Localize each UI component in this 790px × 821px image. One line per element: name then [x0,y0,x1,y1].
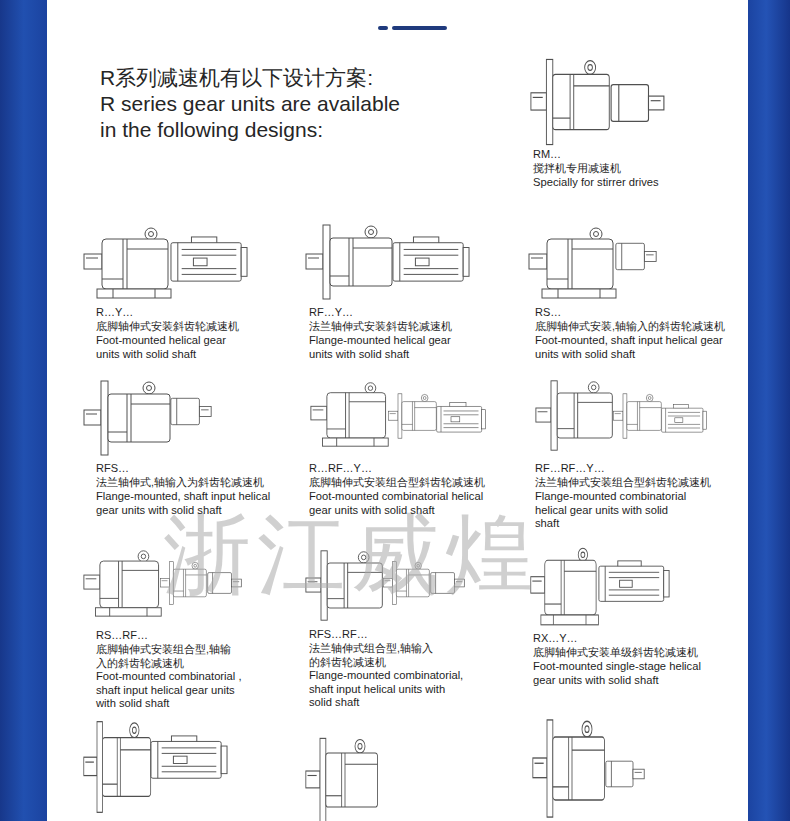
caption-cn: 法兰轴伸式,轴输入为斜齿轮减速机 [96,476,296,490]
label-wrap: RFS… [96,462,129,476]
label-wrap: 底脚轴伸式安装单级斜齿轮减速机 [533,646,733,660]
heading-title: R系列减速机有以下设计方案: [100,65,373,91]
model-code: RS… [535,306,561,320]
r-rf-y-unit [311,383,485,446]
caption-en: Flange-mounted, shaft input helical gear… [96,490,281,517]
caption-en: Flange-mounted combinatorial helical gea… [535,490,695,531]
label-wrap: RFS…RF… [309,628,368,642]
label-wrap: RF…RF…Y… [535,462,605,476]
label-wrap: R…Y… [96,306,133,320]
label-wrap: RS… [535,306,561,320]
label-wrap: 法兰轴伸式组合型,轴输入的斜齿轮减速机 [309,642,443,669]
r-y-unit [84,228,247,298]
heading-text: R series gear units are available in the… [100,91,410,143]
label-wrap: Foot-mounted combinatorial , shaft input… [96,670,251,711]
label-wrap: Flange-mounted combinatorial, shaft inpu… [309,669,469,710]
caption-cn: 底脚轴伸式安装组合型斜齿轮减速机 [309,476,509,490]
label-wrap: 浙江威煌 [163,505,539,605]
caption-cn: 法兰轴伸式安装斜齿轮减速机 [309,320,509,334]
label-wrap: R series gear units are available in the… [100,91,410,143]
caption-en: Foot-mounted, shaft input helical gear u… [535,334,730,361]
label-wrap: RF…Y… [309,306,353,320]
label-wrap: 法兰轴伸式,轴输入为斜齿轮减速机 [96,476,296,490]
label-wrap: Flange-mounted combinatorial helical gea… [535,490,695,531]
model-code: RM… [533,148,561,162]
label-wrap: Foot-mounted combinatorial helical gear … [309,490,491,517]
model-code: RF…Y… [309,306,353,320]
rfs-unit [84,381,211,455]
label-wrap: 法兰轴伸式安装斜齿轮减速机 [309,320,509,334]
caption-cn: 法兰轴伸式安装组合型斜齿轮减速机 [535,476,735,490]
rm-unit [531,59,664,144]
caption-cn: 底脚轴伸式安装,轴输入的斜齿轮减速机 [535,320,740,334]
label-wrap: Flange-mounted helical gear units with s… [309,334,459,361]
label-wrap: R…RF…Y… [309,462,372,476]
model-code: RFS…RF… [309,628,368,642]
model-code: R…RF…Y… [309,462,372,476]
model-code: RS…RF… [96,629,148,643]
caption-en: Foot-mounted combinatorial , shaft input… [96,670,251,711]
label-wrap: RM… [533,148,561,162]
caption-en: Flange-mounted combinatorial, shaft inpu… [309,669,469,710]
label-wrap: 底脚轴伸式安装斜齿轮减速机 [96,320,296,334]
caption-en: Foot-mounted combinatorial helical gear … [309,490,491,517]
caption-en: Foot-mounted single-stage helical gear u… [533,660,709,687]
model-code: RF…RF…Y… [535,462,605,476]
caption-cn: 底脚轴伸式安装单级斜齿轮减速机 [533,646,733,660]
rf-rf-y-unit [536,381,707,450]
caption-cn: 搅拌机专用减速机 [533,162,693,176]
watermark: 浙江威煌 [163,505,539,605]
caption-cn: 底脚轴伸式安装组合型,轴输入的斜齿轮减速机 [96,643,239,670]
label-wrap: Foot-mounted helical gear units with sol… [96,334,236,361]
caption-cn: 底脚轴伸式安装斜齿轮减速机 [96,320,296,334]
label-wrap: 底脚轴伸式安装组合型斜齿轮减速机 [309,476,509,490]
label-wrap: 搅拌机专用减速机 [533,162,693,176]
rs-unit [529,228,656,298]
rx-y-unit [531,548,669,625]
label-wrap: 底脚轴伸式安装,轴输入的斜齿轮减速机 [535,320,740,334]
bottom-units [84,720,644,821]
label-wrap: 底脚轴伸式安装组合型,轴输入的斜齿轮减速机 [96,643,239,670]
model-code: R…Y… [96,306,133,320]
label-wrap: RX…Y… [533,632,578,646]
label-wrap: Flange-mounted, shaft input helical gear… [96,490,281,517]
caption-en: Foot-mounted helical gear units with sol… [96,334,236,361]
model-code: RFS… [96,462,129,476]
caption-en: Specially for stirrer drives [533,176,713,190]
rf-y-unit [306,225,469,299]
model-code: RX…Y… [533,632,578,646]
label-wrap: Foot-mounted single-stage helical gear u… [533,660,709,687]
label-wrap: RS…RF… [96,629,148,643]
label-wrap: 法兰轴伸式安装组合型斜齿轮减速机 [535,476,735,490]
top-ornament [378,26,447,30]
title-wrap: R系列减速机有以下设计方案: [100,65,373,91]
caption-cn: 法兰轴伸式组合型,轴输入的斜齿轮减速机 [309,642,443,669]
label-wrap: Specially for stirrer drives [533,176,713,190]
label-wrap: Foot-mounted, shaft input helical gear u… [535,334,730,361]
caption-en: Flange-mounted helical gear units with s… [309,334,459,361]
